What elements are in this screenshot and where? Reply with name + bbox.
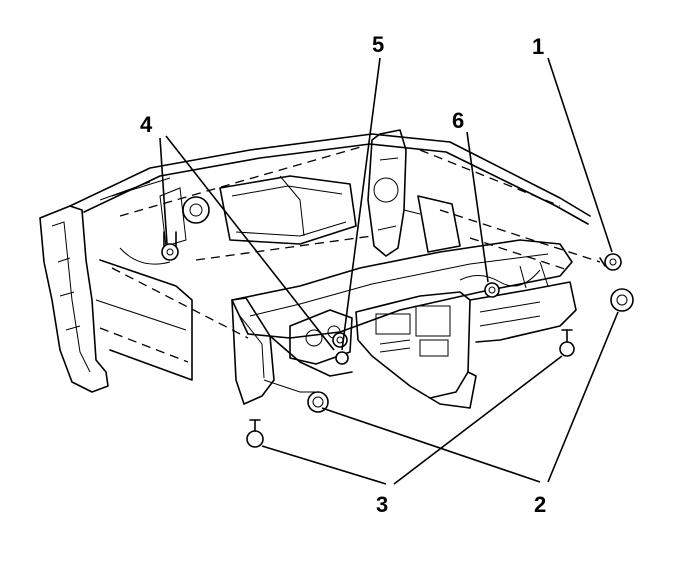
fastener-nut-6: [484, 282, 500, 298]
instrument-panel-assembly: [119, 239, 577, 409]
leader-3-left: [261, 445, 387, 485]
fastener-nut-2-right: [610, 288, 634, 312]
leader-4-down: [159, 137, 168, 245]
leader-2-right: [547, 311, 619, 483]
fastener-bolt-3-left: [246, 419, 264, 448]
callout-5: 5: [372, 32, 384, 57]
callout-labels: 1 2 3 4 5 6: [140, 32, 546, 517]
callout-1: 1: [532, 34, 544, 59]
callout-2: 2: [534, 492, 546, 517]
leader-6: [466, 131, 489, 283]
fastener-bolt-1: [599, 253, 622, 271]
callout-3: 3: [376, 492, 388, 517]
callout-6: 6: [452, 108, 464, 133]
fastener-nut-5: [332, 332, 349, 365]
leader-2-left: [321, 407, 541, 483]
leader-1: [547, 57, 613, 253]
fasteners: [161, 231, 634, 448]
leader-5: [341, 57, 381, 351]
callout-4: 4: [140, 112, 153, 137]
fastener-bolt-3-right: [559, 329, 575, 357]
leader-4-diag: [165, 135, 335, 351]
fastener-nut-2-left: [307, 391, 329, 413]
fastener-nut-4: [161, 231, 179, 261]
leader-3-right: [393, 355, 563, 485]
leader-lines: [159, 57, 619, 485]
dash-structure: [39, 129, 601, 393]
